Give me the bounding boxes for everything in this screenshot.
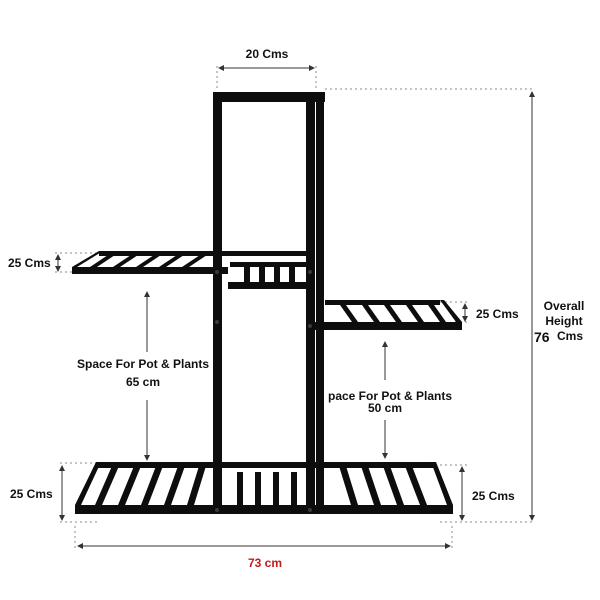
top-cap [213,92,325,102]
right-shelf-slat-2 [362,305,380,322]
bottom-shelf-left-rail [75,462,101,505]
left-shelf-slat-5 [182,251,213,267]
bolt [308,324,312,328]
center-shelf-slat-2 [259,266,265,282]
total-width-label: 73 cm [247,556,283,570]
bottom-left-height-label: 25 Cms [10,487,53,501]
bottom-slat-10 [339,466,358,505]
left-shelf-front-rail [72,267,228,274]
right-shelf-slat-1 [340,305,358,322]
top-width-label: 20 Cms [245,47,289,61]
center-shelf-slat-4 [289,266,295,282]
left-shelf-height-label: 25 Cms [8,256,51,270]
left-shelf-slat-4 [159,251,190,267]
center-shelf-slat-3 [274,266,280,282]
bottom-shelf-right-rail [431,462,453,505]
center-shelf-back-rail [230,262,310,267]
bottom-slat-1 [95,466,119,505]
bolt [308,508,312,512]
right-shelf-slat-3 [384,305,402,322]
right-space-value: 50 cm [367,401,403,415]
right-space-title: pace For Pot & Plants [327,389,453,403]
bottom-slat-11 [361,466,381,505]
bolt [308,270,312,274]
left-post [213,92,222,512]
center-shelf-front-rail [228,282,310,289]
bottom-slat-12 [383,466,404,505]
dimension-arrows [55,65,535,549]
bottom-slat-9 [291,472,297,505]
bottom-slat-7 [255,472,261,505]
right-shelf-back-rail [325,300,440,305]
right-shelf-slat-5 [428,305,446,322]
left-space-title: Space For Pot & Plants [76,357,210,371]
bolt [215,270,219,274]
center-shelf-slat-1 [244,266,250,282]
bottom-shelf-front-rail [75,505,453,514]
left-space-value: 65 cm [125,375,161,389]
bottom-shelf-back-rail [98,462,434,468]
bottom-slat-6 [237,472,243,505]
bottom-slat-4 [164,466,185,505]
right-shelf-front-rail [306,322,462,330]
bottom-slat-3 [141,466,163,505]
overall-height-line1: Overall [543,299,585,313]
center-post [306,96,315,514]
right-shelf-side-rail [440,300,462,322]
right-post [316,100,324,510]
left-shelf-slat-2 [113,251,144,267]
overall-height-unit: Cms [557,329,584,343]
overall-height-line2: Height [545,314,583,328]
left-shelf-slat-3 [136,251,167,267]
bottom-slat-5 [187,466,206,505]
left-shelf-slat-1 [90,251,121,267]
bolt-dots [215,270,312,512]
bottom-slat-13 [405,466,427,505]
right-shelf-slat-4 [406,305,424,322]
bottom-right-height-label: 25 Cms [472,489,515,503]
overall-height-value: 76 [534,329,550,345]
bolt [215,320,219,324]
right-shelf-height-label: 25 Cms [476,307,519,321]
bottom-slat-2 [118,466,141,505]
bottom-slat-8 [273,472,279,505]
left-shelf-side-rail [72,251,103,267]
stand-frame [72,92,462,514]
bolt [215,508,219,512]
